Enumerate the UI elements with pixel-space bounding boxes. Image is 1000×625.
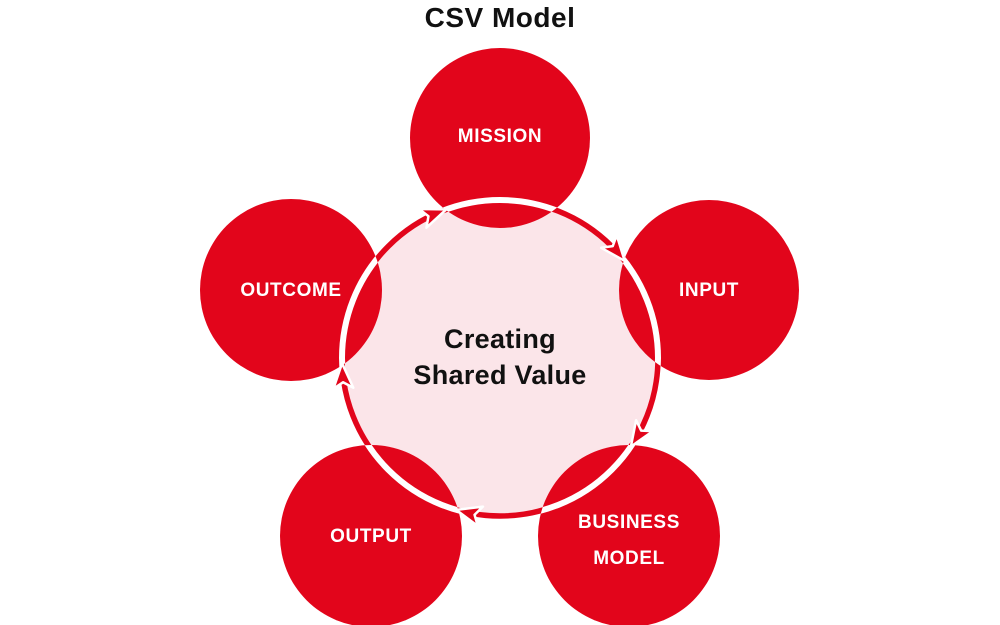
arrowheads xyxy=(332,207,655,528)
arrow-outcome-to-mission-icon xyxy=(418,207,448,229)
arrow-mission-to-input-icon xyxy=(599,233,626,263)
outcome-circle xyxy=(200,199,382,381)
arrow-output-to-outcome-icon xyxy=(332,362,355,391)
mission-circle xyxy=(410,48,590,228)
business-model-circle xyxy=(538,445,720,625)
input-circle xyxy=(619,200,799,380)
arrow-business-model-to-output-icon xyxy=(454,505,485,528)
node-circles xyxy=(200,48,799,625)
arrow-input-to-business-model-icon xyxy=(629,418,655,448)
output-circle xyxy=(280,445,462,625)
center-circle xyxy=(342,200,658,516)
